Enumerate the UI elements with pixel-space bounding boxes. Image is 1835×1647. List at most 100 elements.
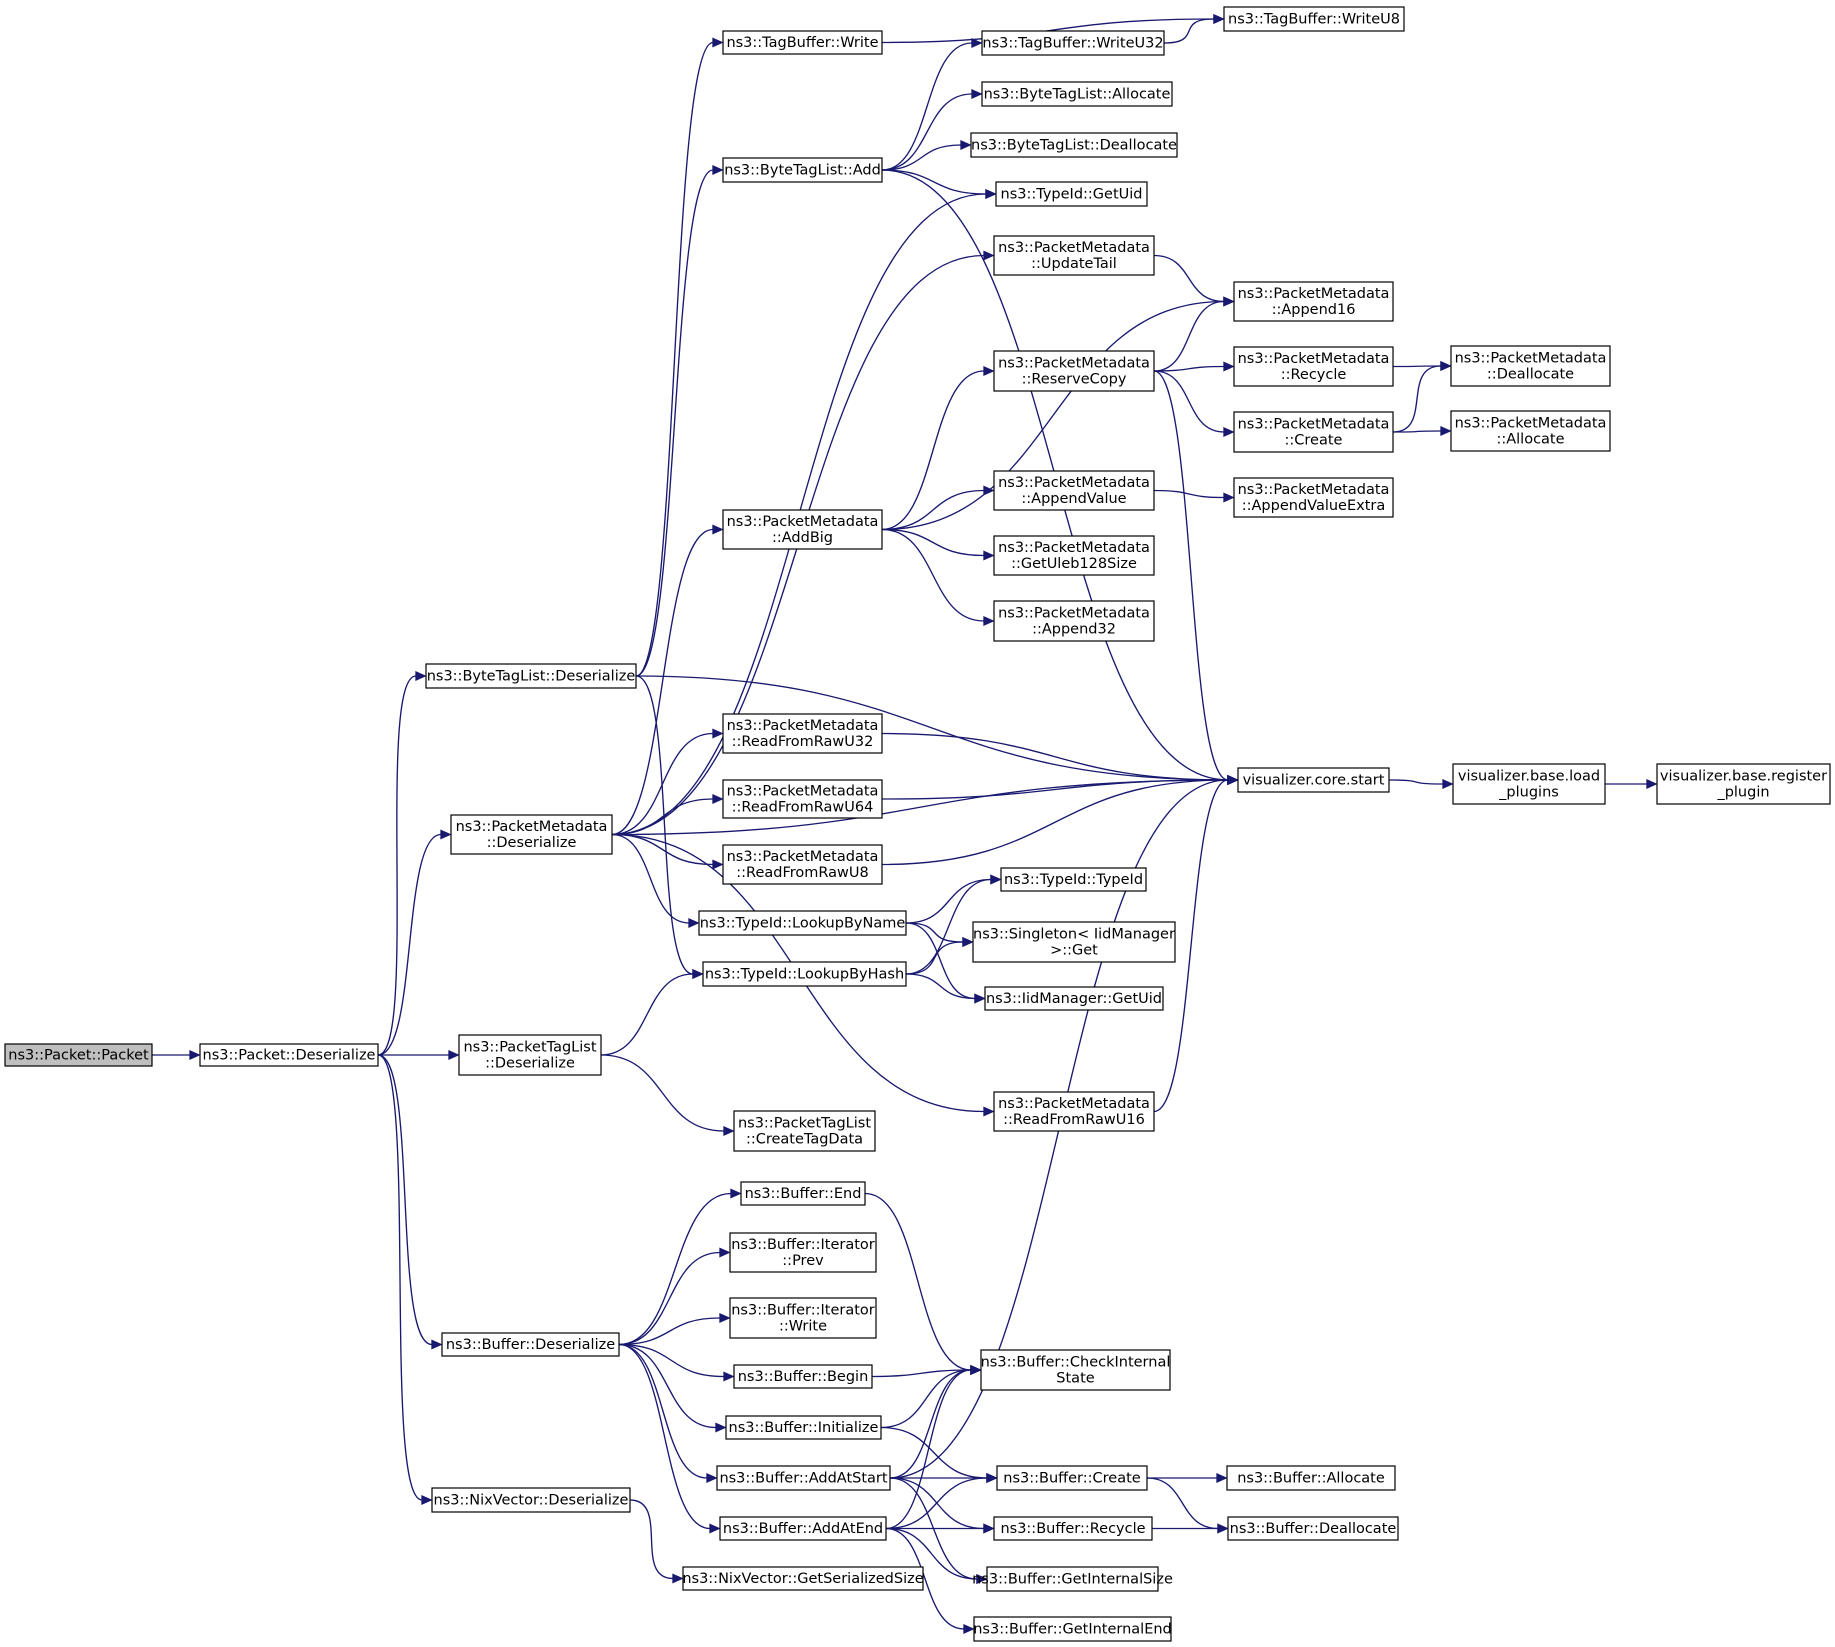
node-buf-aae[interactable]: ns3::Buffer::AddAtEnd — [719, 1516, 887, 1541]
node-box — [722, 779, 883, 819]
node-label: ns3::PacketMetadata — [1455, 351, 1607, 367]
node-label: ns3::Buffer::Create — [1003, 1471, 1141, 1487]
node-tb-wu32[interactable]: ns3::TagBuffer::WriteU32 — [981, 30, 1165, 56]
node-pm-dealloc[interactable]: ns3::PacketMetadata::Deallocate — [1450, 345, 1611, 387]
node-pm-rru8[interactable]: ns3::PacketMetadata::ReadFromRawU8 — [722, 844, 883, 885]
node-tb-wu8[interactable]: ns3::TagBuffer::WriteU8 — [1223, 6, 1405, 32]
node-ptl-ctd[interactable]: ns3::PacketTagList::CreateTagData — [733, 1110, 876, 1152]
node-box — [1452, 763, 1606, 805]
node-box — [995, 181, 1148, 207]
node-packet-packet[interactable]: ns3::Packet::Packet — [4, 1043, 153, 1067]
node-buf-init[interactable]: ns3::Buffer::Initialize — [725, 1415, 882, 1440]
edge-viz-start-to-viz-load — [1388, 778, 1454, 790]
node-label: ns3::Buffer::Begin — [738, 1369, 869, 1385]
node-buf-recycle[interactable]: ns3::Buffer::Recycle — [993, 1516, 1153, 1541]
node-buf-gie[interactable]: ns3::Buffer::GetInternalEnd — [973, 1616, 1172, 1642]
edge-pm-utail-to-pm-app16 — [1153, 254, 1235, 307]
node-label: ns3::PacketMetadata — [727, 784, 879, 800]
node-box — [1450, 410, 1611, 452]
node-pm-appvx[interactable]: ns3::PacketMetadata::AppendValueExtra — [1233, 477, 1394, 518]
node-box — [980, 1349, 1171, 1391]
node-viz-start[interactable]: visualizer.core.start — [1237, 767, 1390, 793]
edge-buf-aas-to-buf-recycle — [889, 1477, 995, 1534]
node-pm-guleb[interactable]: ns3::PacketMetadata::GetUleb128Size — [993, 535, 1155, 576]
node-tb-write[interactable]: ns3::TagBuffer::Write — [722, 30, 883, 55]
node-pm-appval[interactable]: ns3::PacketMetadata::AppendValue — [993, 470, 1155, 511]
node-bi-prev[interactable]: ns3::Buffer::Iterator::Prev — [729, 1232, 877, 1273]
node-box — [1233, 346, 1394, 387]
node-label: ::Append16 — [1272, 302, 1356, 318]
node-label: ns3::TypeId::LookupByName — [700, 916, 906, 932]
node-pm-recycle[interactable]: ns3::PacketMetadata::Recycle — [1233, 346, 1394, 387]
node-buf-begin[interactable]: ns3::Buffer::Begin — [733, 1364, 873, 1389]
node-ptl-deser[interactable]: ns3::PacketTagList::Deserialize — [458, 1034, 602, 1076]
node-buf-end[interactable]: ns3::Buffer::End — [740, 1181, 866, 1206]
node-buf-dealloc[interactable]: ns3::Buffer::Deallocate — [1227, 1516, 1399, 1541]
node-label: ns3::PacketMetadata — [727, 849, 879, 865]
node-box — [729, 1297, 877, 1339]
node-box — [722, 509, 883, 550]
node-pm-rru32[interactable]: ns3::PacketMetadata::ReadFromRawU32 — [722, 713, 883, 754]
node-box — [973, 1616, 1172, 1642]
node-box — [981, 81, 1173, 107]
node-box — [450, 814, 613, 855]
node-viz-reg[interactable]: visualizer.base.register_plugin — [1656, 763, 1831, 805]
node-viz-load[interactable]: visualizer.base.load_plugins — [1452, 763, 1606, 805]
edge-buf-deser-to-buf-aas — [618, 1343, 718, 1484]
node-label: ns3::Buffer::CheckInternal — [981, 1355, 1171, 1371]
node-label: ns3::TypeId::GetUid — [1001, 187, 1143, 203]
node-label: ns3::PacketMetadata — [727, 514, 879, 530]
node-nix-gss[interactable]: ns3::NixVector::GetSerializedSize — [682, 1566, 924, 1591]
node-pm-rru16[interactable]: ns3::PacketMetadata::ReadFromRawU16 — [993, 1091, 1155, 1132]
node-pm-create[interactable]: ns3::PacketMetadata::Create — [1233, 411, 1394, 453]
node-tid-typeid[interactable]: ns3::TypeId::TypeId — [1000, 867, 1147, 892]
node-box — [458, 1034, 602, 1076]
node-iid-getuid[interactable]: ns3::IidManager::GetUid — [984, 986, 1164, 1011]
node-label: ::AddBig — [772, 530, 833, 546]
node-tid-getuid[interactable]: ns3::TypeId::GetUid — [995, 181, 1148, 207]
node-box — [722, 844, 883, 885]
node-buf-deser[interactable]: ns3::Buffer::Deserialize — [441, 1332, 620, 1357]
node-btl-alloc[interactable]: ns3::ByteTagList::Allocate — [981, 81, 1173, 107]
edge-buf-deser-to-bi-prev — [618, 1247, 731, 1346]
node-btl-dealloc[interactable]: ns3::ByteTagList::Deallocate — [970, 132, 1178, 158]
node-box — [729, 1232, 877, 1273]
node-label: ns3::TypeId::TypeId — [1004, 872, 1143, 888]
edge-pm-deser-to-viz-start — [611, 774, 1239, 836]
node-pm-alloc[interactable]: ns3::PacketMetadata::Allocate — [1450, 410, 1611, 452]
node-nix-deser[interactable]: ns3::NixVector::Deserialize — [431, 1487, 631, 1513]
edge-packet-deser-to-ptl-deser — [377, 1049, 460, 1061]
edge-btl-add-to-tb-wu32 — [881, 37, 983, 171]
node-label: ns3::Packet::Deserialize — [203, 1048, 376, 1064]
node-pm-app16[interactable]: ns3::PacketMetadata::Append16 — [1233, 281, 1394, 322]
node-buf-create[interactable]: ns3::Buffer::Create — [996, 1465, 1148, 1491]
edge-pm-addbig-to-pm-app32 — [881, 528, 995, 627]
node-label: ::ReadFromRawU64 — [732, 800, 874, 816]
node-pm-app32[interactable]: ns3::PacketMetadata::Append32 — [993, 600, 1155, 642]
node-pm-rru64[interactable]: ns3::PacketMetadata::ReadFromRawU64 — [722, 779, 883, 819]
node-btl-deser[interactable]: ns3::ByteTagList::Deserialize — [425, 663, 637, 689]
node-box — [993, 535, 1155, 576]
node-buf-alloc[interactable]: ns3::Buffer::Allocate — [1226, 1465, 1396, 1491]
node-box — [4, 1043, 153, 1067]
edge-buf-create-to-buf-dealloc — [1146, 1477, 1229, 1534]
node-buf-gis[interactable]: ns3::Buffer::GetInternalSize — [972, 1566, 1173, 1592]
node-box — [993, 235, 1155, 276]
node-singleton-get[interactable]: ns3::Singleton< IidManager>::Get — [972, 921, 1176, 963]
node-label: >::Get — [1050, 943, 1098, 959]
node-btl-add[interactable]: ns3::ByteTagList::Add — [722, 157, 883, 183]
node-tid-lbh[interactable]: ns3::TypeId::LookupByHash — [702, 961, 907, 987]
node-label: ns3::Buffer::AddAtEnd — [723, 1521, 883, 1537]
node-pm-rcopy[interactable]: ns3::PacketMetadata::ReserveCopy — [993, 350, 1155, 392]
node-box — [1450, 345, 1611, 387]
node-pm-addbig[interactable]: ns3::PacketMetadata::AddBig — [722, 509, 883, 550]
node-tid-lbn[interactable]: ns3::TypeId::LookupByName — [698, 910, 907, 936]
edge-pm-rcopy-to-pm-app16 — [1153, 296, 1235, 372]
node-bi-write[interactable]: ns3::Buffer::Iterator::Write — [729, 1297, 877, 1339]
node-pm-deser[interactable]: ns3::PacketMetadata::Deserialize — [450, 814, 613, 855]
node-packet-deser[interactable]: ns3::Packet::Deserialize — [199, 1043, 379, 1067]
node-pm-utail[interactable]: ns3::PacketMetadata::UpdateTail — [993, 235, 1155, 276]
node-buf-aas[interactable]: ns3::Buffer::AddAtStart — [716, 1465, 891, 1491]
node-label: ns3::Buffer::Deallocate — [1230, 1521, 1397, 1537]
